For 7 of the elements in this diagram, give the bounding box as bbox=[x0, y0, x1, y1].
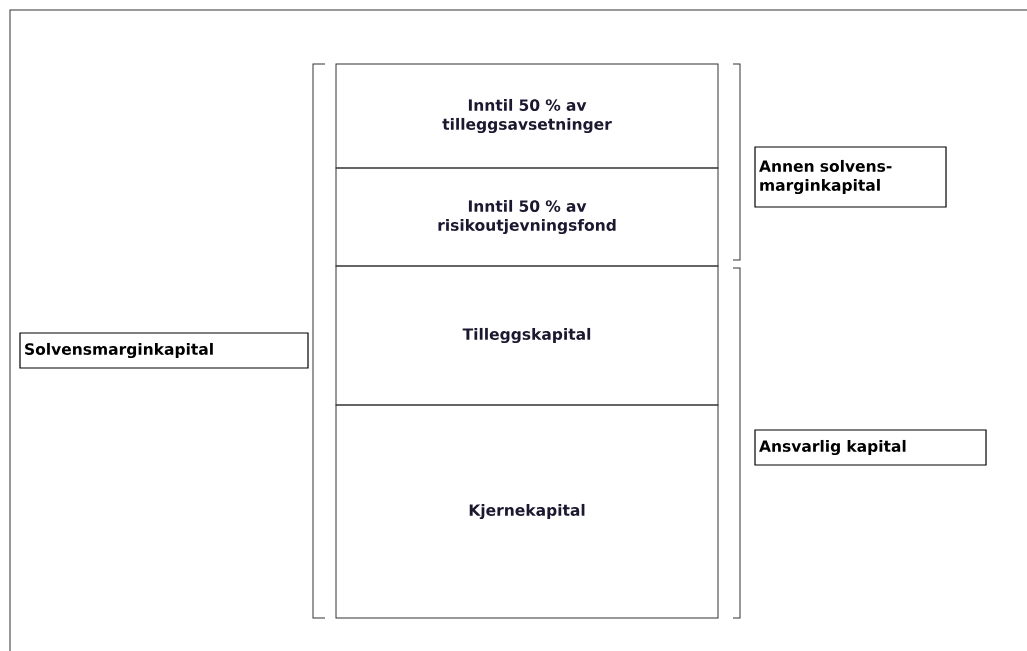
capital-layer-box: Tilleggskapital bbox=[335, 265, 719, 406]
label-box: Ansvarlig kapital bbox=[754, 429, 987, 466]
label-box: Solvensmarginkapital bbox=[19, 332, 309, 369]
capital-layer-box: Inntil 50 % av tilleggsavsetninger bbox=[335, 63, 719, 169]
label-box: Annen solvens- marginkapital bbox=[754, 146, 947, 208]
capital-layer-box: Kjernekapital bbox=[335, 404, 719, 619]
capital-layer-box: Inntil 50 % av risikoutjevningsfond bbox=[335, 167, 719, 267]
